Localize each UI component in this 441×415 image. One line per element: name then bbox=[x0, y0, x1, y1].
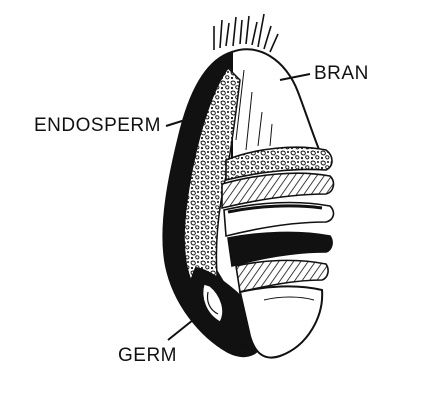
bran-leader-line bbox=[279, 73, 311, 81]
kernel-tip bbox=[238, 285, 324, 359]
kernel-tip-line bbox=[263, 296, 315, 301]
germ bbox=[190, 266, 260, 348]
germ-label: GERM bbox=[118, 345, 177, 366]
bran-texture-lines bbox=[235, 69, 273, 151]
leader-lines bbox=[165, 73, 311, 341]
endosperm-leader-line bbox=[165, 115, 199, 127]
brush-hairs bbox=[213, 13, 279, 53]
germ-leader-line bbox=[167, 315, 199, 341]
bran-layers bbox=[221, 146, 335, 293]
bran-label: BRAN bbox=[314, 63, 369, 84]
endosperm-label: ENDOSPERM bbox=[34, 115, 161, 136]
